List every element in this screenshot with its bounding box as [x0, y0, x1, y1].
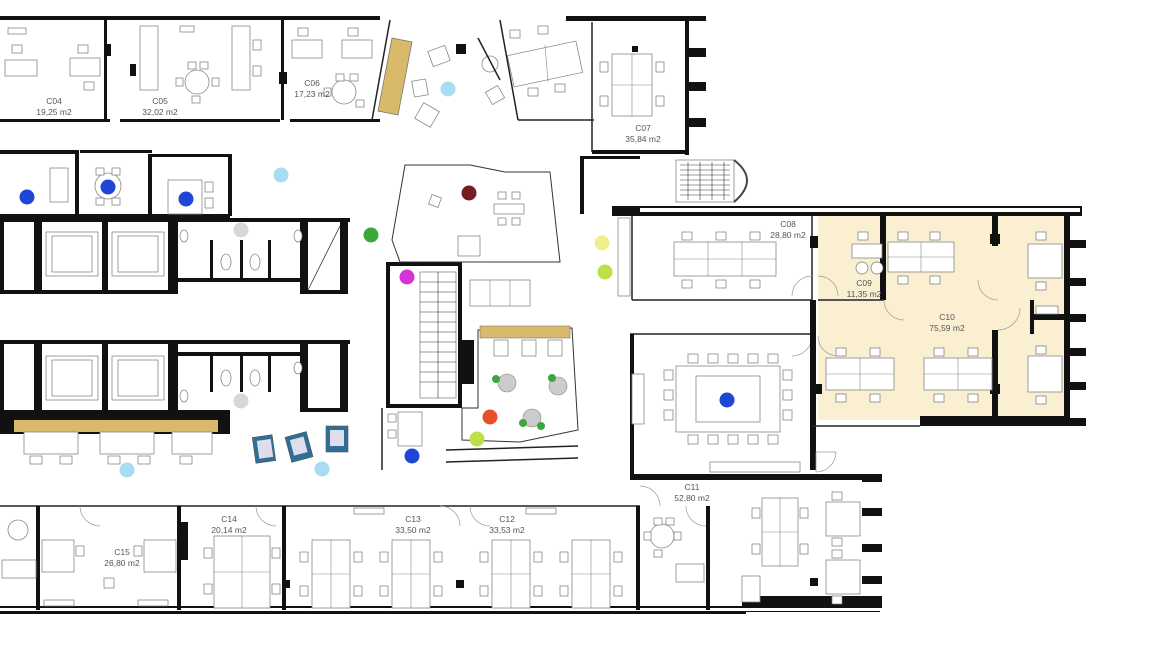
- marker-blue-icon[interactable]: [719, 392, 735, 408]
- room-label-c13[interactable]: C13: [405, 514, 421, 524]
- room-area-c07: 35,84 m2: [625, 134, 661, 144]
- staircase-top: [580, 156, 748, 214]
- marker-yellow-green-icon[interactable]: [469, 431, 485, 447]
- room-area-c13: 33,50 m2: [395, 525, 431, 535]
- marker-blue-icon[interactable]: [100, 179, 116, 195]
- room-area-c14: 20,14 m2: [211, 525, 247, 535]
- room-label-c04[interactable]: C04: [46, 96, 62, 106]
- marker-light-blue-icon[interactable]: [440, 81, 456, 97]
- room-c08: [612, 206, 1082, 301]
- marker-blue-icon[interactable]: [404, 448, 420, 464]
- top-open-office-furniture: [506, 25, 665, 117]
- central-core: [381, 262, 474, 470]
- top-office-band: [0, 16, 706, 155]
- elevator-wc-block-lower: [0, 340, 350, 434]
- room-label-c10[interactable]: C10: [939, 312, 955, 322]
- marker-blue-icon[interactable]: [19, 189, 35, 205]
- room-area-c12: 33,53 m2: [489, 525, 525, 535]
- room-c09-c10: [791, 216, 1086, 426]
- room-c06-furniture: [291, 27, 373, 108]
- left-meeting-pods: [0, 150, 232, 218]
- lounge-bottom-furniture: [23, 425, 349, 465]
- room-c04-furniture: [4, 27, 101, 91]
- room-area-c11: 52,80 m2: [674, 493, 710, 503]
- room-labels: C04 19,25 m2 C05 32,02 m2 C06 17,23 m2 C…: [36, 78, 965, 568]
- room-area-c04: 19,25 m2: [36, 107, 72, 117]
- room-label-c12[interactable]: C12: [499, 514, 515, 524]
- room-label-c07[interactable]: C07: [635, 123, 651, 133]
- marker-light-blue-icon[interactable]: [273, 167, 289, 183]
- elevator-wc-block-upper: [0, 218, 350, 294]
- bottom-office-band: [0, 474, 882, 614]
- room-area-c05: 32,02 m2: [142, 107, 178, 117]
- marker-dark-red-icon[interactable]: [461, 185, 477, 201]
- marker-light-blue-icon[interactable]: [314, 461, 330, 477]
- marker-light-blue-icon[interactable]: [119, 462, 135, 478]
- room-label-c06[interactable]: C06: [304, 78, 320, 88]
- room-area-c06: 17,23 m2: [294, 89, 330, 99]
- marker-magenta-icon[interactable]: [399, 269, 415, 285]
- room-label-c11[interactable]: C11: [685, 482, 700, 492]
- room-label-c05[interactable]: C05: [152, 96, 168, 106]
- marker-grey-icon[interactable]: [233, 222, 249, 238]
- location-markers[interactable]: [19, 81, 735, 478]
- room-area-c15: 26,80 m2: [104, 558, 140, 568]
- marker-grey-icon[interactable]: [233, 393, 249, 409]
- room-c05-furniture: [139, 25, 262, 104]
- room-label-c09[interactable]: C09: [856, 278, 872, 288]
- marker-orange-icon[interactable]: [482, 409, 498, 425]
- marker-green-icon[interactable]: [363, 227, 379, 243]
- marker-blue-icon[interactable]: [178, 191, 194, 207]
- marker-yellow-icon[interactable]: [594, 235, 610, 251]
- cafe-area: [445, 325, 579, 463]
- room-c11: [630, 300, 920, 480]
- room-area-c10: 75,59 m2: [929, 323, 965, 333]
- lounge-top-furniture: [411, 37, 506, 128]
- kitchen-area: [391, 164, 561, 307]
- room-label-c08[interactable]: C08: [780, 219, 796, 229]
- room-label-c14[interactable]: C14: [221, 514, 237, 524]
- room-area-c08: 28,80 m2: [770, 230, 806, 240]
- plant-icon: [537, 422, 545, 430]
- marker-yellow-green-icon[interactable]: [597, 264, 613, 280]
- room-label-c15[interactable]: C15: [114, 547, 130, 557]
- plant-icon: [519, 419, 527, 427]
- wooden-bench: [377, 37, 413, 116]
- plant-icon: [548, 374, 556, 382]
- room-area-c09: 11,35 m2: [847, 289, 882, 299]
- plant-icon: [492, 375, 500, 383]
